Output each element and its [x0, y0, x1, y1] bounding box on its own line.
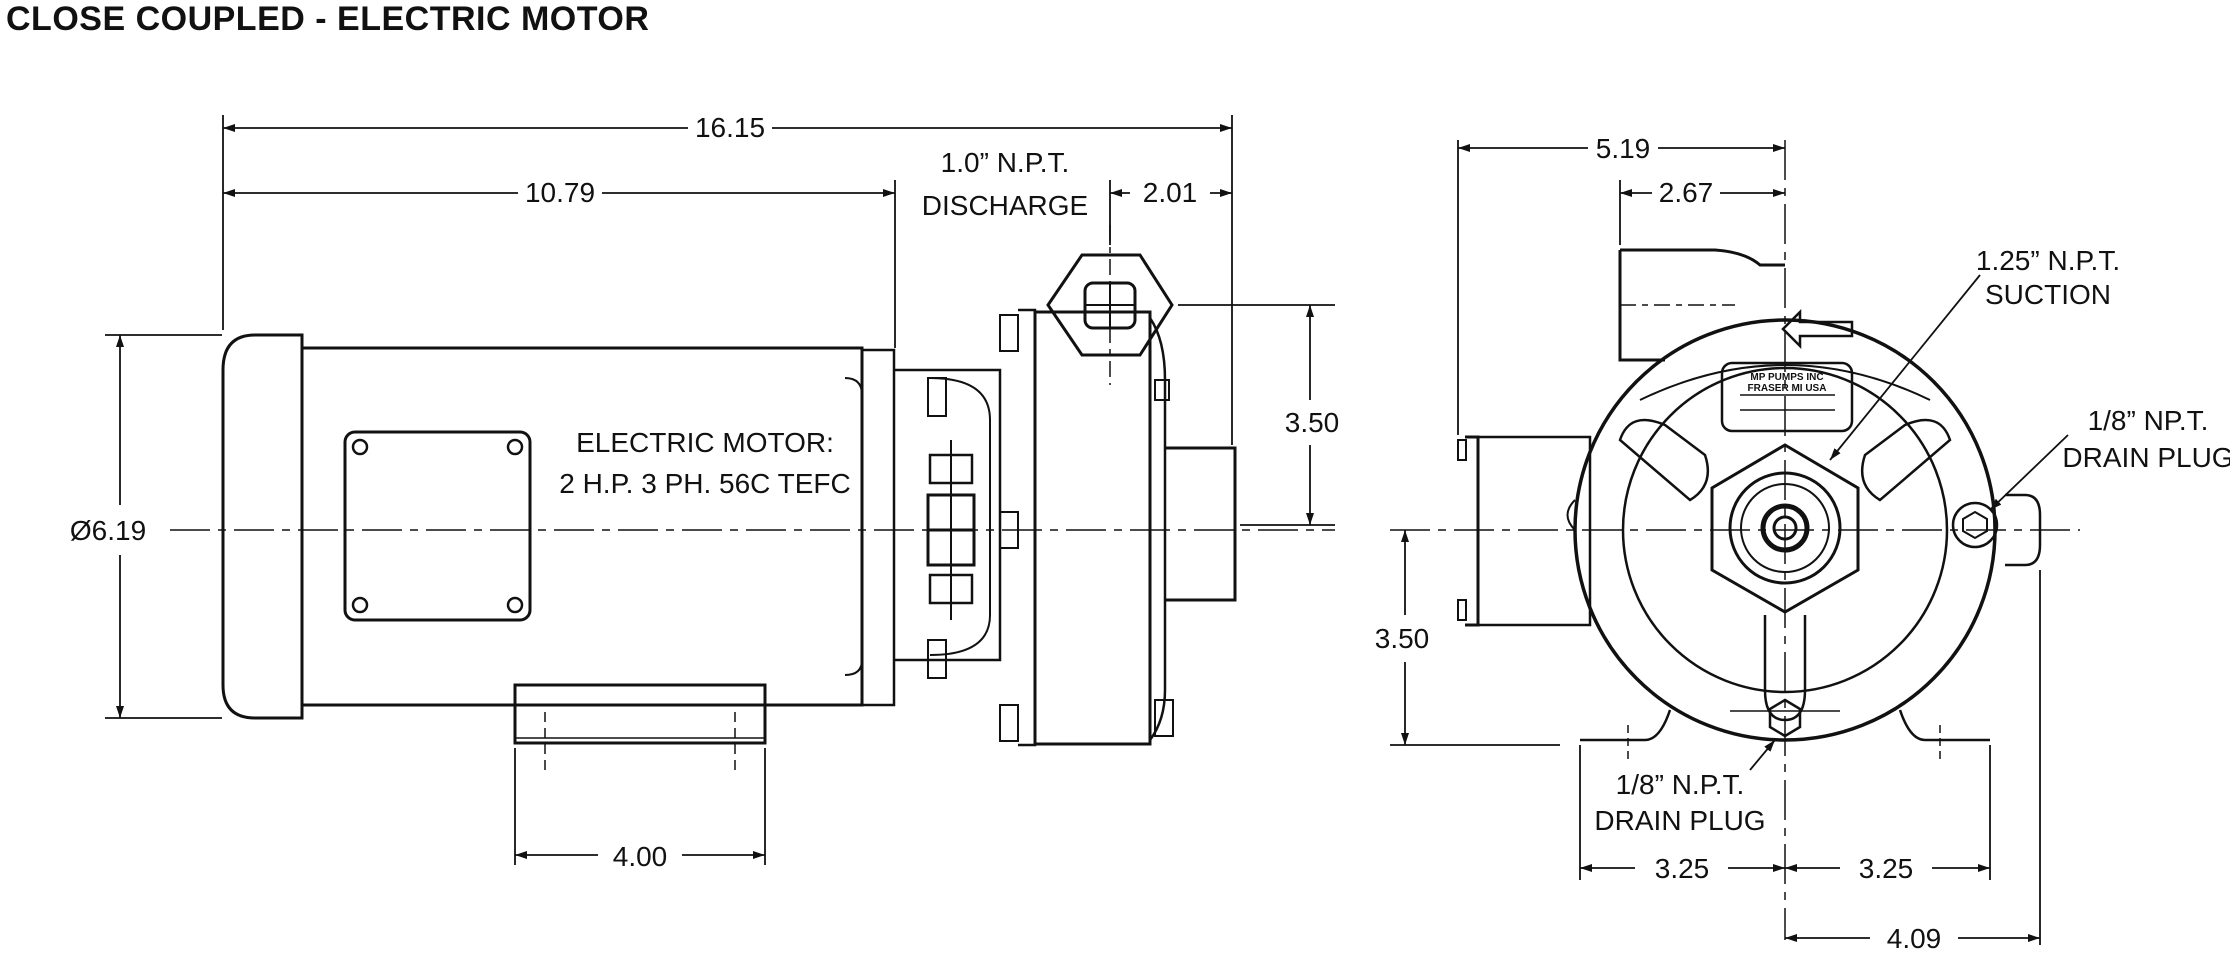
- suction-label-line1: 1.25” N.P.T.: [1976, 245, 2120, 276]
- dim-foot-right: 3.25: [1859, 853, 1914, 884]
- motor-foot: [513, 683, 767, 745]
- nameplate-line1: MP PUMPS INC: [1750, 372, 1823, 383]
- side-dimensions: [105, 115, 1335, 865]
- motor-fan-cover: [221, 333, 304, 720]
- dim-motor-length: 10.79: [525, 177, 595, 208]
- front-view: [1390, 140, 2080, 940]
- pump-cover: [1033, 310, 1152, 746]
- pump-casing: [1018, 308, 1037, 747]
- rotation-arrow-icon: [1781, 308, 1854, 350]
- discharge-label-line1: 1.0” N.P.T.: [941, 147, 1070, 178]
- motor-label-line2: 2 H.P. 3 PH. 56C TEFC: [559, 468, 851, 499]
- dim-discharge-height: 3.50: [1285, 407, 1340, 438]
- nameplate: [1720, 361, 1854, 433]
- motor-body: [300, 346, 864, 707]
- page-title: CLOSE COUPLED - ELECTRIC MOTOR: [6, 0, 650, 38]
- nameplate-line2: FRASER MI USA: [1748, 383, 1827, 394]
- dim-foot-left: 3.25: [1655, 853, 1710, 884]
- bottom-drain-hex: [1768, 698, 1802, 738]
- bottom-drain-label-line2: DRAIN PLUG: [1594, 805, 1765, 836]
- motor-label-line1: ELECTRIC MOTOR:: [576, 427, 834, 458]
- bottom-drain-label-line1: 1/8” N.P.T.: [1616, 769, 1745, 800]
- front-dimensions: [1390, 140, 2069, 945]
- side-view: [170, 225, 1335, 775]
- dim-discharge-offset: 2.01: [1143, 177, 1198, 208]
- dim-overall-length: 16.15: [695, 112, 765, 143]
- dim-motor-diameter: Ø6.19: [70, 515, 146, 546]
- motor-flange: [860, 348, 896, 707]
- dim-drain-offset: 4.09: [1887, 923, 1942, 954]
- center-hex: [1710, 443, 1860, 614]
- conduit-box: [343, 430, 532, 622]
- suction-label-line2: SUCTION: [1985, 279, 2111, 310]
- dim-foot-length: 4.00: [613, 841, 668, 872]
- dim-suction-width: 5.19: [1596, 133, 1651, 164]
- side-drain-label-line2: DRAIN PLUG: [2062, 442, 2230, 473]
- suction-inlet: [1620, 248, 1785, 267]
- discharge-label-line2: DISCHARGE: [922, 190, 1088, 221]
- dim-suction-offset: 2.67: [1659, 177, 1714, 208]
- side-drain-label-line1: 1/8” NP.T.: [2088, 405, 2209, 436]
- side-drain-plug: [1951, 501, 1999, 549]
- discharge-hex: [1046, 253, 1174, 357]
- dim-shaft-height: 3.50: [1375, 623, 1430, 654]
